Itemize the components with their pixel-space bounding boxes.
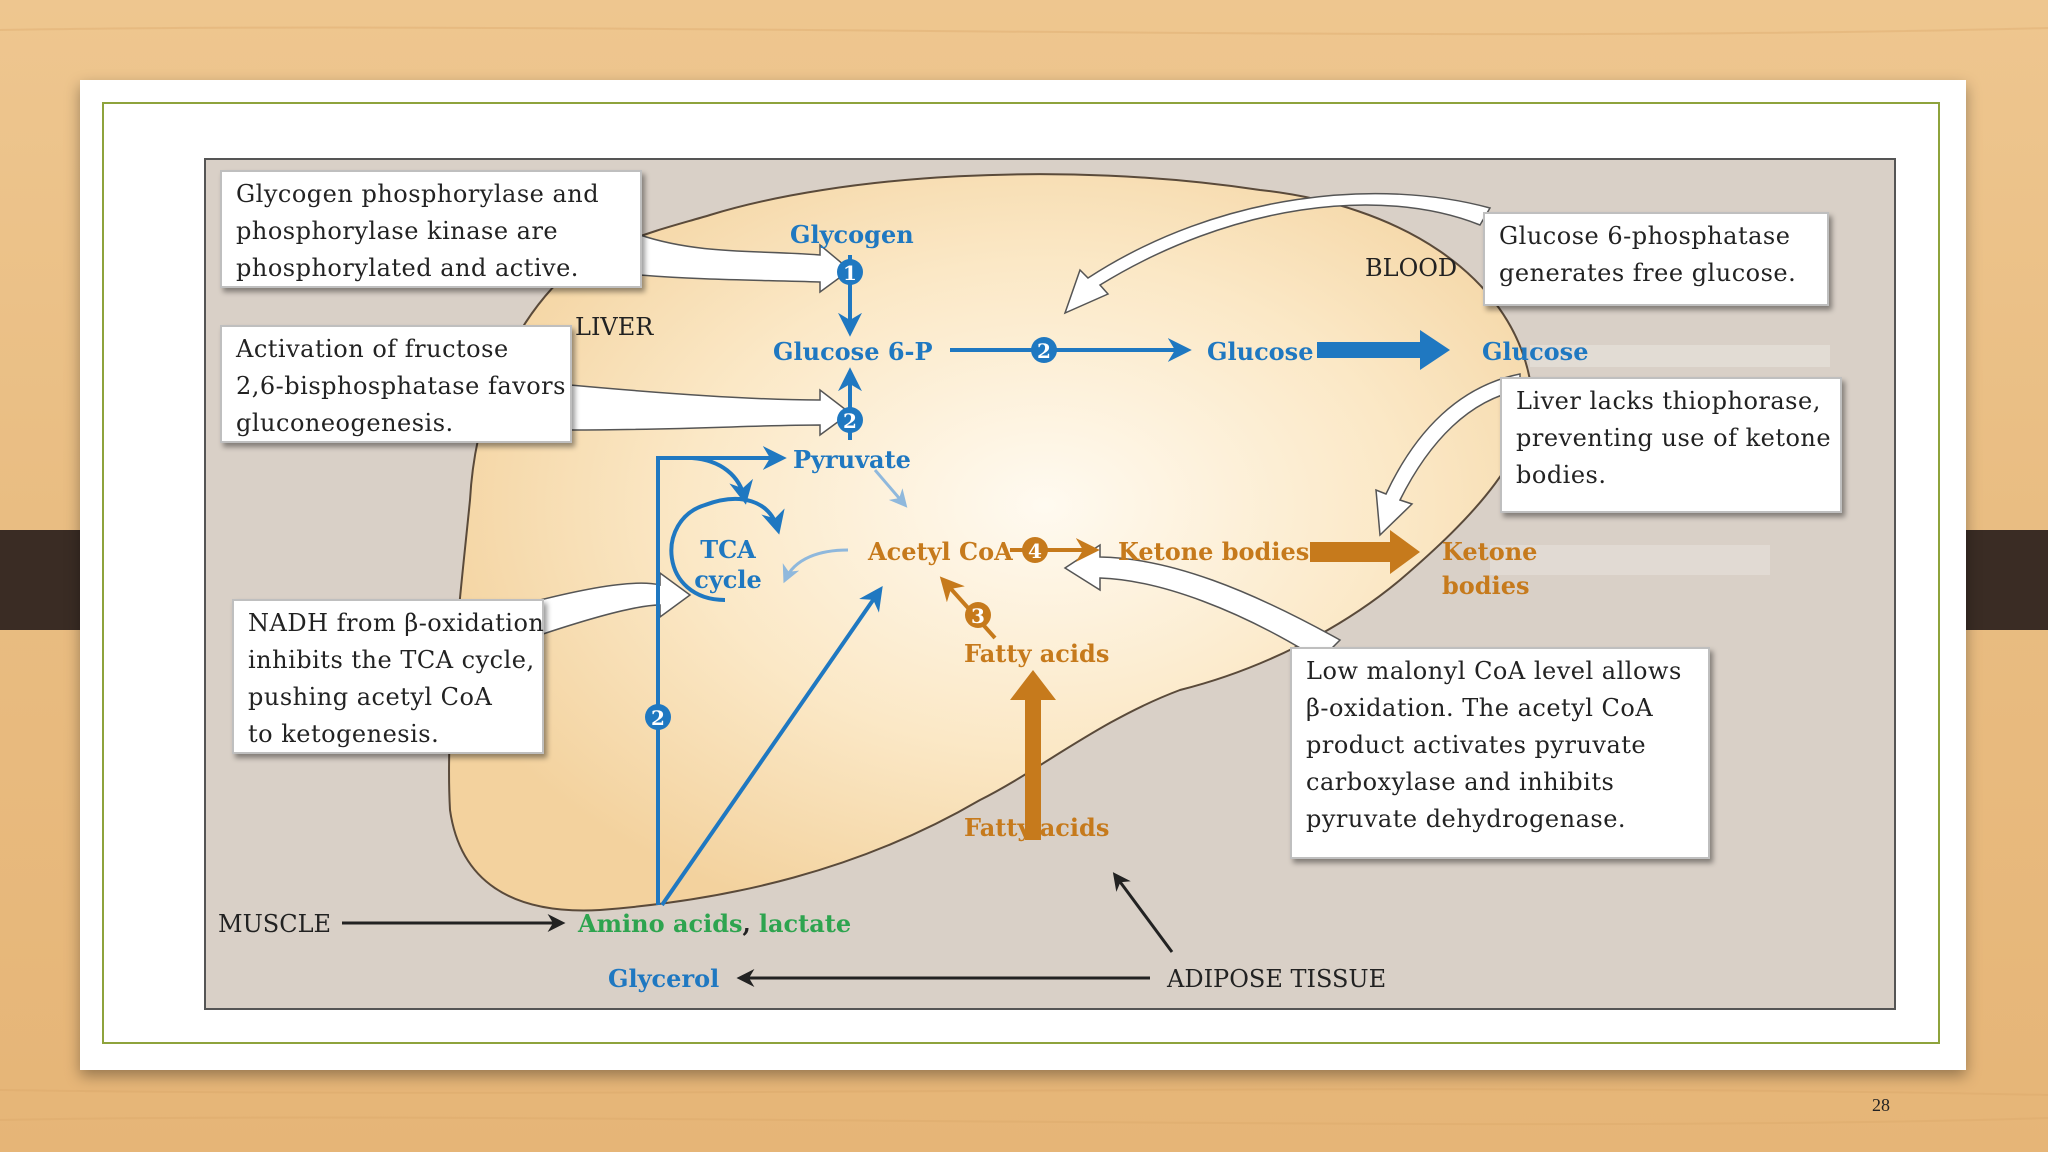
slide-border bbox=[102, 102, 1940, 1044]
step-1-text: 1 bbox=[843, 261, 857, 285]
callout-glucose-6-phosphatase: Glucose 6-phosphatase generates free glu… bbox=[1483, 212, 1829, 306]
label-glycogen: Glycogen bbox=[790, 220, 914, 249]
callout-line: 2,6-bisphosphatase favors bbox=[236, 372, 566, 400]
label-fatty-acids-liver: Fatty acids bbox=[964, 639, 1109, 668]
label-comma: , bbox=[743, 909, 751, 938]
callout-line: carboxylase and inhibits bbox=[1306, 768, 1615, 796]
callout-line: Liver lacks thiophorase, bbox=[1516, 387, 1821, 415]
label-ketone-blood-2: bodies bbox=[1442, 571, 1529, 600]
step-circle-3 bbox=[965, 602, 991, 628]
callout-thiophorase: Liver lacks thiophorase, preventing use … bbox=[1500, 377, 1842, 513]
thick-arrow-adipose-fattyacids bbox=[1010, 670, 1056, 840]
label-ketone-blood-1: Ketone bbox=[1442, 537, 1537, 566]
arrow-pyruvate-to-tca bbox=[691, 456, 753, 505]
label-glucose6p: Glucose 6-P bbox=[773, 337, 933, 366]
pointer-nadh bbox=[539, 571, 692, 637]
label-liver: LIVER bbox=[575, 313, 654, 341]
step-circle-2a bbox=[837, 407, 863, 433]
callout-line: Glucose 6-phosphatase bbox=[1499, 222, 1791, 250]
callout-line: gluconeogenesis. bbox=[236, 409, 454, 437]
callout-line: Glycogen phosphorylase and bbox=[236, 180, 600, 208]
label-glucose-blood: Glucose bbox=[1482, 337, 1588, 366]
thick-arrow-glucose-to-blood bbox=[1317, 330, 1450, 370]
label-tca-2: cycle bbox=[694, 565, 762, 594]
step-2b-text: 2 bbox=[1037, 339, 1051, 363]
thick-arrow-ketones-to-blood bbox=[1310, 530, 1420, 574]
callout-line: Activation of fructose bbox=[236, 335, 509, 363]
callout-line: NADH from β-oxidation bbox=[248, 609, 545, 637]
callout-line: inhibits the TCA cycle, bbox=[248, 646, 535, 674]
callout-glycogen-phosphorylase: Glycogen phosphorylase and phosphorylase… bbox=[220, 170, 642, 288]
label-muscle: MUSCLE bbox=[218, 910, 331, 938]
callout-malonyl-coa: Low malonyl CoA level allows β-oxidation… bbox=[1290, 647, 1710, 859]
arrow-pyruvate-to-acetylcoa bbox=[873, 469, 908, 508]
pointer-malonyl bbox=[1063, 543, 1342, 661]
label-pyruvate: Pyruvate bbox=[793, 445, 911, 474]
dark-pathways bbox=[342, 872, 1174, 987]
label-acetyl-coa: Acetyl CoA bbox=[867, 537, 1013, 566]
pointer-glycogen bbox=[639, 233, 852, 294]
light-pathways bbox=[782, 469, 908, 584]
step-2a-text: 2 bbox=[843, 409, 857, 433]
step-circle-2b bbox=[1031, 337, 1057, 363]
step-circle-1 bbox=[837, 259, 863, 285]
label-amino-acids-lactate: Amino acids, lactate bbox=[577, 909, 851, 938]
label-adipose: ADIPOSE TISSUE bbox=[1166, 965, 1386, 993]
label-blood: BLOOD bbox=[1365, 254, 1457, 282]
pointer-fructose bbox=[569, 384, 852, 437]
callout-nadh: NADH from β-oxidation inhibits the TCA c… bbox=[232, 599, 544, 754]
callout-line: phosphorylase kinase are bbox=[236, 217, 559, 245]
step-4-text: 4 bbox=[1028, 539, 1042, 563]
callout-line: β-oxidation. The acetyl CoA bbox=[1306, 694, 1654, 722]
callout-line: bodies. bbox=[1516, 461, 1607, 489]
arrow-amino-acids-to-acetylcoa bbox=[660, 586, 883, 907]
callout-line: pyruvate dehydrogenase. bbox=[1306, 805, 1627, 833]
label-glycerol: Glycerol bbox=[608, 964, 719, 993]
arrow-acetylcoa-to-tca bbox=[782, 548, 849, 584]
callout-line: to ketogenesis. bbox=[248, 720, 440, 748]
arrow-adipose-to-fattyacids bbox=[1112, 872, 1174, 953]
label-tca-1: TCA bbox=[700, 535, 756, 564]
blood-band-2 bbox=[1490, 545, 1770, 575]
label-ketone-bodies: Ketone bodies bbox=[1118, 537, 1309, 566]
pointer-glucose6phosphatase bbox=[1063, 192, 1492, 315]
step-2c-text: 2 bbox=[651, 706, 665, 730]
callout-line: phosphorylated and active. bbox=[236, 254, 579, 282]
label-fatty-acids-adipose: Fatty acids bbox=[964, 813, 1109, 842]
callout-fructose-bisphosphatase: Activation of fructose 2,6-bisphosphatas… bbox=[220, 325, 572, 443]
step-circle-2c bbox=[645, 704, 671, 730]
callout-line: product activates pyruvate bbox=[1306, 731, 1647, 759]
arrow-amino-acids-to-pyruvate bbox=[656, 446, 787, 905]
page-number: 28 bbox=[1872, 1095, 1890, 1115]
callout-line: preventing use of ketone bbox=[1516, 424, 1832, 452]
tca-cycle-loop bbox=[669, 497, 785, 602]
label-glucose-liver: Glucose bbox=[1207, 337, 1313, 366]
step-3-text: 3 bbox=[971, 604, 985, 628]
label-amino-acids: Amino acids bbox=[577, 909, 743, 938]
callout-line: Low malonyl CoA level allows bbox=[1306, 657, 1682, 685]
label-lactate: lactate bbox=[759, 909, 851, 938]
blood-band bbox=[1530, 345, 1830, 367]
diagram-labels: LIVER BLOOD MUSCLE ADIPOSE TISSUE Glycog… bbox=[218, 220, 1588, 993]
callout-line: pushing acetyl CoA bbox=[248, 683, 493, 711]
slide: 1 2 2 2 3 4 LIVER BLOOD MUSCLE ADIPOSE T… bbox=[80, 80, 1966, 1115]
step-markers: 1 2 2 2 3 4 bbox=[645, 259, 1057, 730]
callout-line: generates free glucose. bbox=[1499, 259, 1797, 287]
step-circle-4 bbox=[1022, 537, 1048, 563]
